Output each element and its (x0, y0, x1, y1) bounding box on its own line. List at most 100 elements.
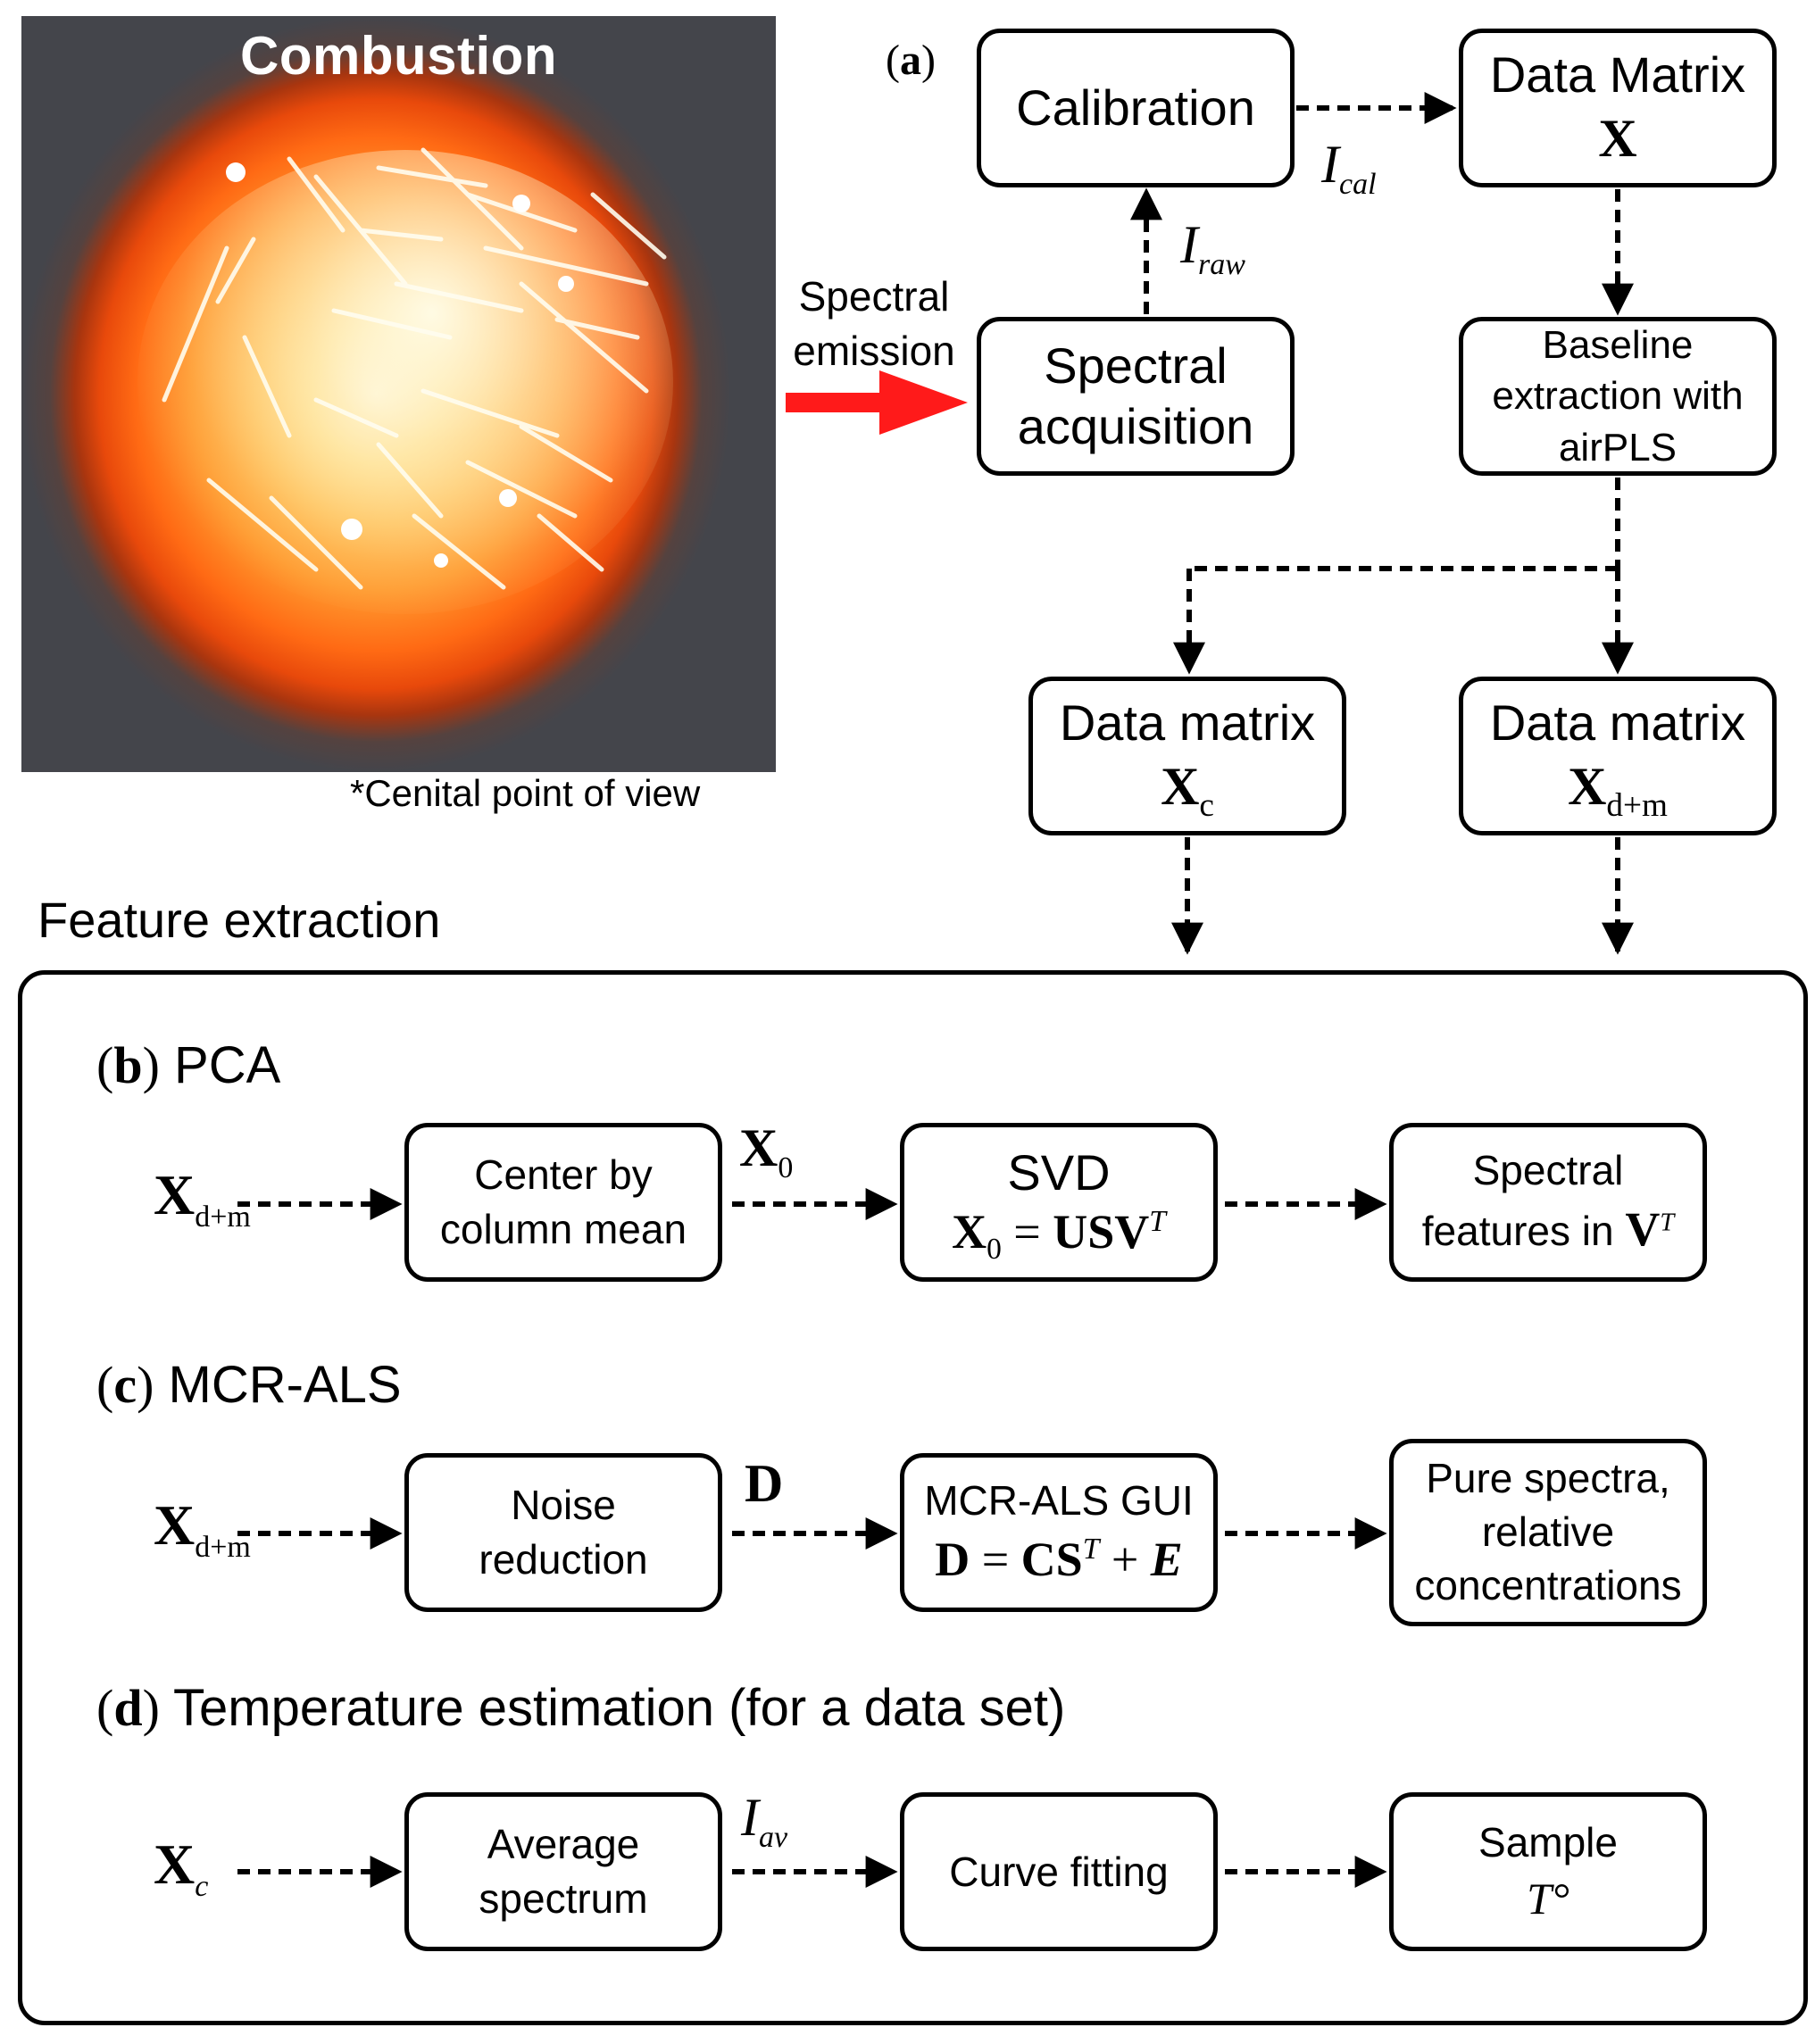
calibration-label: Calibration (1016, 79, 1255, 136)
temp-input: Xc (154, 1832, 208, 1901)
i-cal-sub: cal (1338, 168, 1377, 201)
sample-temperature-box: Sample T° (1389, 1792, 1707, 1951)
iav-base: I (741, 1788, 759, 1847)
mcr-eq-eq: = (970, 1532, 1021, 1586)
mcr-input: Xd+m (154, 1492, 251, 1562)
data-matrix-c-base: X (1161, 756, 1200, 816)
center-line1: Center by (474, 1151, 653, 1199)
mcr-eq-a: D (935, 1532, 970, 1586)
sample-line1: Sample (1478, 1818, 1618, 1865)
mcr-title: MCR-ALS (168, 1356, 402, 1414)
average-line2: spectrum (479, 1875, 648, 1922)
spectral-acquisition-box: Spectral acquisition (977, 317, 1295, 476)
pca-letter: b (113, 1036, 143, 1094)
temp-input-sub: c (195, 1869, 209, 1903)
pca-heading: (b) PCA (96, 1036, 281, 1094)
svd-lhs: X (952, 1205, 987, 1259)
mcr-eq-plus: + (1099, 1532, 1151, 1586)
svd-rhs: USV (1053, 1205, 1150, 1259)
data-matrix-dm-symbol: Xd+m (1568, 754, 1668, 822)
spectral-emission-line1: Spectral (798, 273, 950, 320)
mcr-als-gui-box: MCR-ALS GUI D = CST + E (900, 1453, 1218, 1612)
mcr-eq-b-sup: T (1082, 1532, 1100, 1566)
spectral-features-text: features in (1421, 1207, 1626, 1254)
center-line2: column mean (439, 1206, 687, 1252)
svd-lhs-sub: 0 (987, 1233, 1002, 1267)
data-matrix-c-symbol: Xc (1161, 754, 1214, 822)
temp-heading: (d) Temperature estimation (for a data s… (96, 1679, 1066, 1737)
i-cal-label: Ical (1321, 134, 1377, 200)
calibration-box: Calibration (977, 29, 1295, 187)
flame-glow (137, 150, 673, 614)
spectral-features-line1: Spectral (1472, 1147, 1624, 1193)
temp-input-base: X (154, 1832, 196, 1896)
data-matrix-dm-sub: d+m (1606, 786, 1668, 824)
data-matrix-dm-base: X (1568, 756, 1607, 816)
mcr-edge-d: D (745, 1454, 784, 1513)
pca-input-base: X (154, 1163, 196, 1226)
spectral-features-box: Spectral features in VT (1389, 1123, 1707, 1282)
baseline-line2: extraction with (1492, 374, 1744, 419)
mcr-eq-c: E (1150, 1532, 1183, 1586)
feature-extraction-frame (18, 970, 1808, 2025)
data-matrix-x-symbol: X (1598, 108, 1637, 168)
mcr-equation: D = CST + E (935, 1528, 1183, 1591)
data-matrix-x-box: Data Matrix X (1459, 29, 1777, 187)
temp-edge-iav: Iav (741, 1787, 787, 1853)
center-by-column-mean-box: Center by column mean (404, 1123, 722, 1282)
spectral-emission-label: Spectral emission (777, 270, 971, 378)
part-a-label: (a) (886, 37, 936, 84)
curve-fitting-box: Curve fitting (900, 1792, 1218, 1951)
spectral-emission-line2: emission (793, 327, 955, 374)
noise-reduction-box: Noise reduction (404, 1453, 722, 1612)
spectral-features-sup: T (1660, 1209, 1675, 1237)
svd-box: SVD X0 = USVT (900, 1123, 1218, 1282)
spectral-acquisition-line1: Spectral (1044, 337, 1228, 394)
pure-line1: Pure spectra, (1426, 1455, 1670, 1502)
curve-fitting-label: Curve fitting (949, 1848, 1169, 1895)
average-line1: Average (487, 1821, 640, 1868)
svd-rhs-sup: T (1149, 1205, 1166, 1239)
photo-caption: *Cenital point of view (350, 772, 701, 814)
photo-title: Combustion (240, 26, 557, 86)
baseline-box: Baseline extraction with airPLS (1459, 317, 1777, 476)
data-matrix-c-title: Data matrix (1059, 694, 1316, 752)
svd-equation: X0 = USVT (952, 1203, 1166, 1264)
temp-title: Temperature estimation (for a data set) (173, 1679, 1066, 1737)
i-raw-label: Iraw (1180, 214, 1245, 280)
data-matrix-c-box: Data matrix Xc (1028, 677, 1346, 835)
pca-title: PCA (174, 1036, 281, 1094)
data-matrix-dm-title: Data matrix (1489, 694, 1746, 752)
mcr-input-base: X (154, 1493, 196, 1557)
mcr-input-sub: d+m (195, 1530, 251, 1564)
pca-edge-x0-base: X (739, 1118, 778, 1177)
mcr-letter: c (113, 1356, 137, 1414)
feature-extraction-title: Feature extraction (37, 892, 441, 948)
baseline-line3: airPLS (1558, 425, 1678, 469)
spectral-features-line2: features in VT (1422, 1198, 1674, 1261)
spectral-emission-arrow (786, 370, 968, 435)
i-raw-sub: raw (1197, 248, 1245, 281)
pure-line2: relative (1481, 1508, 1615, 1556)
temp-letter: d (113, 1679, 143, 1737)
i-cal-base: I (1321, 135, 1339, 194)
combustion-photo: Combustion (21, 16, 776, 772)
baseline-line1: Baseline (1542, 323, 1694, 368)
data-matrix-c-sub: c (1199, 786, 1214, 824)
sample-symbol: T° (1527, 1874, 1569, 1924)
noise-line2: reduction (479, 1536, 648, 1583)
mcr-eq-b: CS (1020, 1532, 1083, 1586)
svd-title: SVD (1007, 1143, 1111, 1201)
noise-line1: Noise (511, 1482, 616, 1529)
data-matrix-dm-box: Data matrix Xd+m (1459, 677, 1777, 835)
spectral-features-sym: V (1625, 1201, 1661, 1256)
pure-line3: concentrations (1414, 1561, 1682, 1608)
svd-eq: = (1001, 1205, 1053, 1259)
iav-sub: av (758, 1821, 788, 1854)
average-spectrum-box: Average spectrum (404, 1792, 722, 1951)
spectral-acquisition-line2: acquisition (1017, 398, 1254, 454)
mcr-gui-title: MCR-ALS GUI (924, 1477, 1194, 1524)
i-raw-base: I (1180, 215, 1198, 274)
pca-edge-x0-sub: 0 (778, 1151, 794, 1184)
